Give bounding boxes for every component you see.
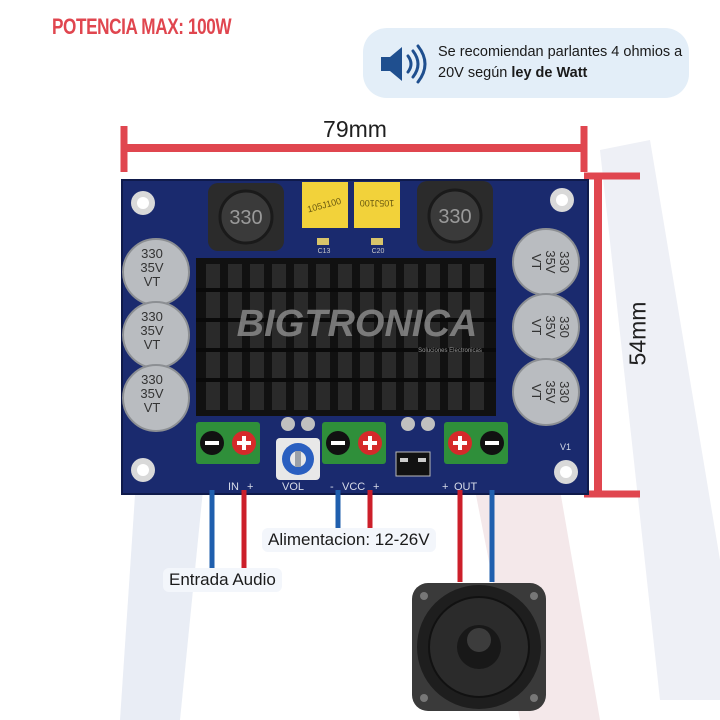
info-text-bold: ley de Watt: [511, 65, 588, 81]
width-dimension: [120, 126, 588, 172]
input-terminal: [196, 422, 260, 464]
cap-text: 35V: [543, 315, 558, 338]
brand-subtitle: Soluciones Electronicas: [418, 348, 482, 354]
power-terminal: [322, 422, 386, 464]
cap-text: VT: [144, 274, 161, 289]
brand-watermark: BIGTRONICA: [237, 303, 478, 345]
cap-text: 35V: [140, 386, 163, 401]
cap-ref-c20: C20: [372, 248, 385, 255]
cap-text: 330: [557, 381, 572, 403]
cap-text: VT: [529, 384, 544, 401]
power-wires: [335, 490, 373, 528]
speaker-image: [412, 583, 546, 711]
inductor-label: 330: [229, 207, 262, 229]
height-dimension: [584, 172, 640, 498]
cap-text: VT: [144, 337, 161, 352]
cap-text: 330: [557, 316, 572, 338]
cap-ref-c13: C13: [318, 248, 331, 255]
speaker-wires: [457, 490, 495, 582]
cap-text: 35V: [543, 380, 558, 403]
volume-potentiometer: [276, 438, 320, 480]
cap-text: VT: [529, 319, 544, 336]
silk-vol: VOL: [282, 481, 304, 493]
cap-text: 35V: [543, 250, 558, 273]
cap-text: VT: [144, 400, 161, 415]
info-text-main: Se recomiendan parlantes 4 ohmios a 20V …: [438, 44, 683, 81]
cap-text: 35V: [140, 323, 163, 338]
film-capacitor-label: 105J100: [360, 198, 395, 208]
silk-in: IN: [228, 481, 239, 493]
width-dimension-label: 79mm: [323, 116, 387, 142]
cap-text: 330: [141, 309, 163, 324]
power-supply-label: Alimentacion: 12-26V: [262, 528, 436, 552]
silk-v1: V1: [560, 442, 571, 452]
inductor-label: 330: [438, 206, 471, 228]
inductor: [208, 181, 493, 251]
electrolytic-capacitor: [122, 228, 580, 432]
cap-text: 330: [141, 372, 163, 387]
small-components: [281, 417, 435, 477]
height-dimension-label: 54mm: [624, 301, 651, 366]
silk-vcc: VCC: [342, 481, 365, 493]
output-terminal: [444, 422, 508, 464]
silk-plus: +: [442, 481, 448, 493]
silk-plus: +: [247, 481, 253, 493]
max-power-title: POTENCIA MAX: 100W: [52, 14, 232, 39]
cap-text: VT: [529, 254, 544, 271]
silk-plus: +: [373, 481, 379, 493]
cap-text: 330: [141, 246, 163, 261]
mounting-hole: [131, 188, 578, 484]
speaker-volume-icon: [381, 44, 427, 84]
cap-text: 330: [557, 251, 572, 273]
info-text: Se recomiendan parlantes 4 ohmios a 20V …: [438, 42, 686, 84]
audio-input-label: Entrada Audio: [163, 568, 282, 592]
heatsink: [196, 258, 496, 416]
audio-input-wires: [209, 490, 247, 568]
film-capacitor: [302, 182, 400, 228]
silk-minus: -: [330, 481, 334, 493]
cap-text: 35V: [140, 260, 163, 275]
